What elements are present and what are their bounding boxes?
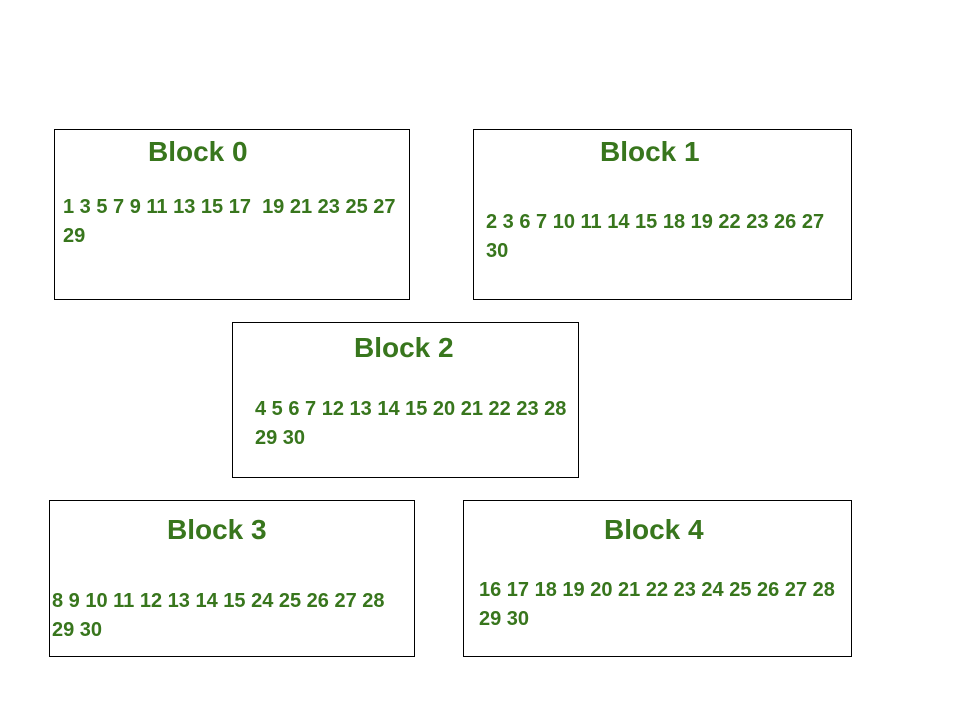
block-3: Block 3 8 9 10 11 12 13 14 15 24 25 26 2… [49,500,415,657]
block-2-numbers: 4 5 6 7 12 13 14 15 20 21 22 23 28 29 30 [255,398,572,449]
block-2: Block 2 4 5 6 7 12 13 14 15 20 21 22 23 … [232,322,579,478]
block-3-numbers: 8 9 10 11 12 13 14 15 24 25 26 27 28 29 … [52,590,391,641]
block-4: Block 4 16 17 18 19 20 21 22 23 24 25 26… [463,500,852,657]
block-1: Block 1 2 3 6 7 10 11 14 15 18 19 22 23 … [473,129,852,300]
block-1-title: Block 1 [600,136,700,167]
block-0: Block 0 1 3 5 7 9 11 13 15 17 19 21 23 2… [54,129,410,300]
block-0-numbers: 1 3 5 7 9 11 13 15 17 19 21 23 25 27 29 [63,196,402,247]
block-3-title: Block 3 [167,514,267,545]
block-4-numbers: 16 17 18 19 20 21 22 23 24 25 26 27 28 2… [479,579,841,630]
block-1-numbers: 2 3 6 7 10 11 14 15 18 19 22 23 26 27 30 [486,211,830,262]
block-0-title: Block 0 [148,136,248,167]
block-4-title: Block 4 [604,514,704,545]
block-2-title: Block 2 [354,332,454,363]
